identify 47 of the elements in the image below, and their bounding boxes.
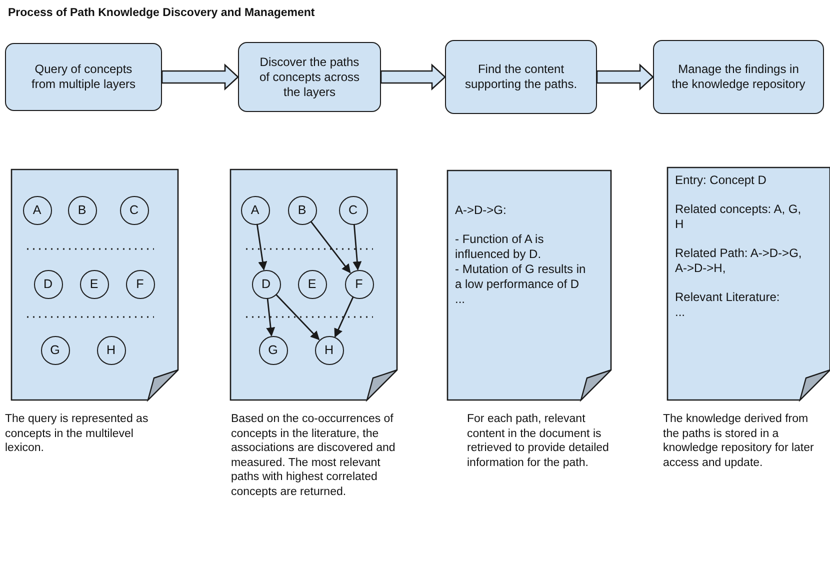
block-arrow	[161, 64, 239, 90]
concept-circle: B	[68, 196, 96, 224]
document-text: ...	[675, 305, 686, 320]
block-arrow	[380, 64, 446, 90]
concept-circle: E	[298, 270, 326, 298]
concept-circle: B	[288, 196, 316, 224]
arrow	[266, 298, 276, 336]
arrow	[352, 224, 362, 270]
process-box: Find the content supporting the paths.	[445, 40, 597, 114]
concept-circle: A	[22, 196, 52, 224]
document-text: Entry: Concept D	[675, 173, 768, 188]
concept-circle: D	[252, 270, 280, 298]
step-description: Based on the co-occurrences of concepts in the literature, the associations are discovered and measured. The most relevant paths with highest correlated concepts are returned.	[231, 412, 396, 499]
arrow	[276, 294, 320, 340]
arrow	[334, 296, 354, 338]
concept-circle: G	[258, 336, 288, 364]
concept-circle: G	[40, 336, 70, 364]
process-box: Query of concepts from multiple layers	[5, 43, 162, 111]
process-box: Discover the paths of concepts across the layers	[238, 42, 381, 112]
concept-circle: C	[120, 196, 148, 224]
concept-circle: H	[96, 336, 126, 364]
block-arrow	[596, 64, 654, 90]
diagram-title: Process of Path Knowledge Discovery and Management	[8, 7, 315, 19]
document-text: Related concepts: A, G, H	[675, 202, 802, 232]
step-description: For each path, relevant content in the document is retrieved to provide detailed information for the path.	[467, 412, 609, 470]
concept-circle: A	[240, 196, 270, 224]
document-text: ...	[455, 292, 466, 307]
document-page	[230, 169, 397, 400]
arrow	[256, 224, 268, 271]
concept-circle: H	[314, 336, 344, 364]
document-text: Related Path: A->D->G, A->D->H,	[675, 246, 803, 276]
step-description: The knowledge derived from the paths is stored in a knowledge repository for later access and update.	[663, 412, 815, 470]
document-text: Relevant Literature:	[675, 290, 781, 305]
concept-circle: F	[126, 270, 154, 298]
document-text: A->D->G:	[455, 203, 508, 218]
document-text: - Function of A is influenced by D.	[455, 232, 545, 262]
concept-circle: D	[34, 270, 62, 298]
concept-circle: C	[338, 196, 368, 224]
process-box: Manage the findings in the knowledge repository	[653, 40, 824, 114]
document-page	[447, 170, 611, 400]
arrow	[310, 221, 351, 274]
concept-circle: F	[344, 270, 374, 298]
document-page	[667, 167, 830, 400]
document-text: - Mutation of G results in a low performance of D	[455, 262, 587, 292]
document-page	[11, 169, 178, 400]
concept-circle: E	[80, 270, 108, 298]
step-description: The query is represented as concepts in the multilevel lexicon.	[5, 412, 150, 456]
